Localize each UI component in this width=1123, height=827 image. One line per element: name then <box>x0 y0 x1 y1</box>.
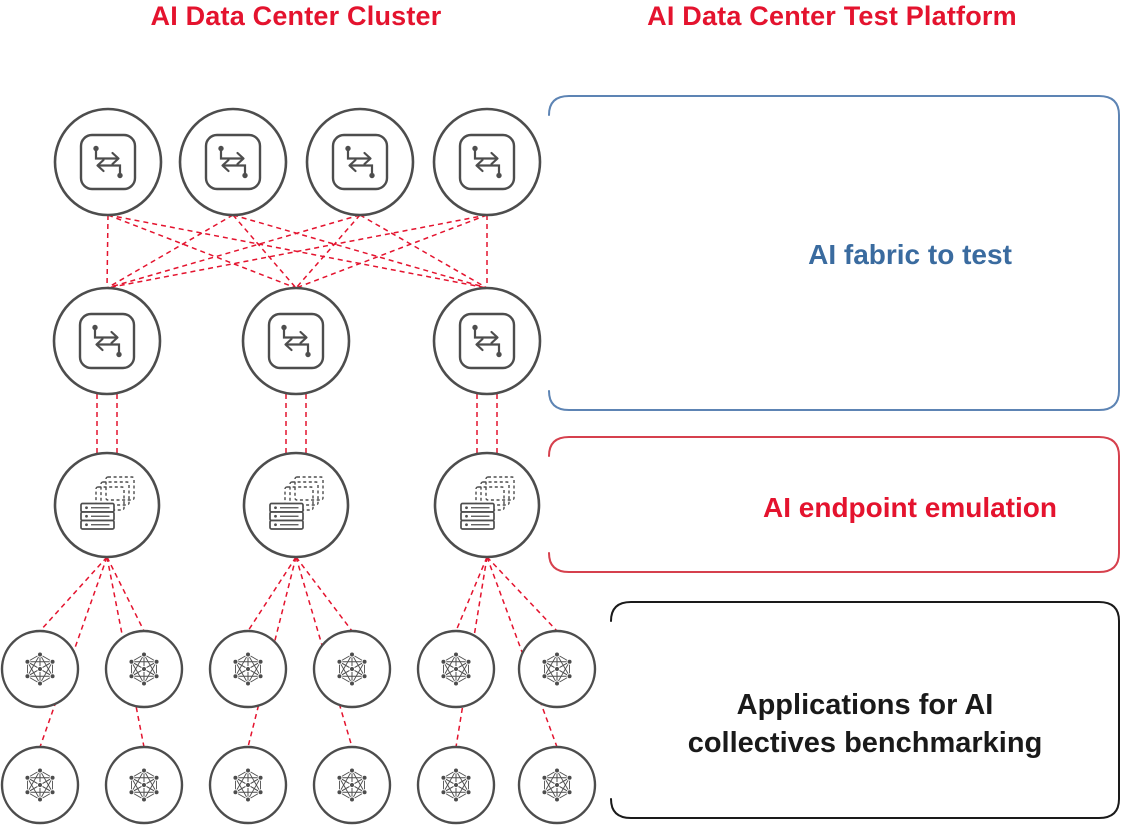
connection-line <box>247 556 297 632</box>
fabric-bracket-outline <box>548 95 1120 411</box>
connection-line <box>359 214 488 289</box>
app-node <box>416 629 496 709</box>
switch-icon <box>78 312 136 370</box>
server-stack-icon <box>80 476 135 530</box>
collective-graph-icon <box>541 651 573 687</box>
collective-graph-icon <box>440 767 472 803</box>
fabric-bracket <box>548 95 1120 411</box>
topology-diagram <box>0 107 597 825</box>
apps-label: Applications for AI collectives benchmar… <box>618 686 1112 762</box>
switch-icon <box>331 133 389 191</box>
fabric-label: AI fabric to test <box>808 239 1012 270</box>
switch-icon <box>458 312 516 370</box>
endpoint-bracket <box>548 436 1120 573</box>
spine-switch-node <box>178 107 288 217</box>
endpoint-bracket-outline <box>548 436 1120 573</box>
connection-line <box>106 214 361 289</box>
apps-label-line1: Applications for AI <box>736 689 994 721</box>
connection-line <box>106 214 488 289</box>
app-node <box>312 745 392 825</box>
endpoint-label: AI endpoint emulation <box>763 492 1057 523</box>
title-cluster: AI Data Center Cluster <box>150 1 442 31</box>
apps-bracket <box>610 601 1120 819</box>
collective-graph-icon <box>336 767 368 803</box>
connection-line <box>106 214 109 289</box>
switch-icon <box>79 133 137 191</box>
connection-line <box>247 556 297 748</box>
app-node <box>517 745 597 825</box>
connection-line <box>106 214 234 289</box>
app-node <box>208 629 288 709</box>
apps-bracket-outline <box>610 601 1120 819</box>
connection-line <box>39 556 108 632</box>
app-node <box>208 745 288 825</box>
collective-graph-icon <box>232 651 264 687</box>
connection-line <box>295 214 488 289</box>
app-node <box>104 629 184 709</box>
connection-line <box>106 556 145 632</box>
collective-graph-icon <box>440 651 472 687</box>
endpoint-server-node <box>53 451 161 559</box>
app-node <box>0 745 80 825</box>
server-stack-icon <box>269 476 324 530</box>
switch-icon <box>204 133 262 191</box>
switch-icon <box>458 133 516 191</box>
title-test-platform: AI Data Center Test Platform <box>647 1 1017 31</box>
app-node <box>517 629 597 709</box>
app-node <box>0 629 80 709</box>
collective-graph-icon <box>232 767 264 803</box>
leaf-switch-node <box>52 286 162 396</box>
collective-graph-icon <box>541 767 573 803</box>
connection-line <box>232 214 488 289</box>
connection-line <box>295 556 353 632</box>
app-node <box>312 629 392 709</box>
connection-line <box>486 556 558 632</box>
connection-line <box>295 214 361 289</box>
app-node <box>104 745 184 825</box>
endpoint-server-node <box>242 451 350 559</box>
leaf-switch-node <box>241 286 351 396</box>
collective-graph-icon <box>128 651 160 687</box>
connection-line <box>107 214 297 289</box>
collective-graph-icon <box>24 767 56 803</box>
collective-graph-icon <box>24 651 56 687</box>
connection-line <box>455 556 488 632</box>
leaf-switch-node <box>432 286 542 396</box>
endpoint-server-node <box>433 451 541 559</box>
collective-graph-icon <box>336 651 368 687</box>
switch-icon <box>267 312 325 370</box>
spine-switch-node <box>305 107 415 217</box>
collective-graph-icon <box>128 767 160 803</box>
spine-switch-node <box>432 107 542 217</box>
server-stack-icon <box>460 476 515 530</box>
spine-switch-node <box>53 107 163 217</box>
app-node <box>416 745 496 825</box>
apps-label-line2: collectives benchmarking <box>687 727 1043 759</box>
connection-line <box>232 214 297 289</box>
